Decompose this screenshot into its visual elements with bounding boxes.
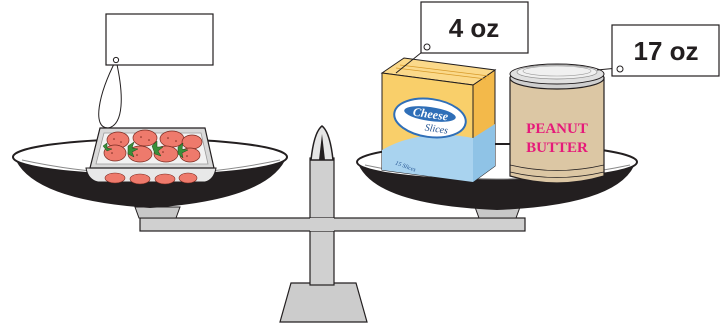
cheese-slices-box: Cheese Slices 15 Slices (380, 57, 497, 183)
left-price-tag (98, 13, 214, 129)
peanut-butter-jar: PEANUT BUTTER (509, 63, 605, 184)
peanut-label-line2: BUTTER (526, 140, 588, 156)
strawberries-container (85, 127, 217, 185)
cheese-weight-label: 4 oz (449, 13, 500, 43)
scale-stand (139, 125, 526, 323)
peanut-butter-price-tag: 17 oz (596, 24, 720, 77)
peanut-label-line1: PEANUT (526, 121, 588, 137)
cheese-price-tag: 4 oz (395, 1, 529, 74)
cheese-brand-label: Cheese (412, 105, 450, 124)
cheese-subtitle-label: Slices (424, 122, 449, 136)
peanut-butter-weight-label: 17 oz (633, 36, 698, 66)
